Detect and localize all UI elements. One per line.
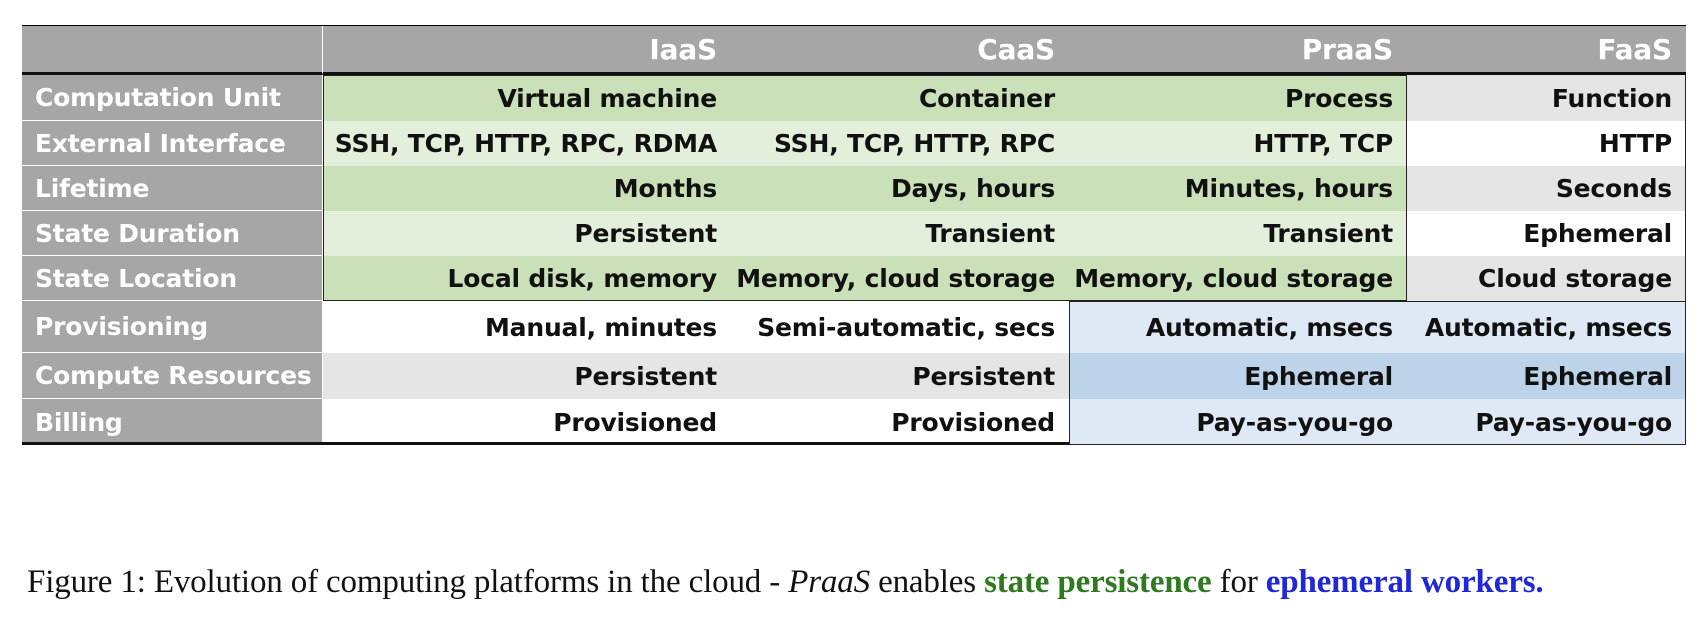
- table-cell: Persistent: [323, 353, 731, 399]
- table-cell: Seconds: [1407, 166, 1686, 211]
- table-cell: Transient: [1069, 211, 1407, 256]
- table-cell: Manual, minutes: [323, 301, 731, 353]
- table-cell: Pay-as-you-go: [1069, 399, 1407, 445]
- row-label-state-duration: State Duration: [22, 211, 323, 256]
- table-cell: Ephemeral: [1069, 353, 1407, 399]
- row-label-computation-unit: Computation Unit: [22, 75, 323, 121]
- figure-caption: Figure 1: Evolution of computing platfor…: [27, 564, 1544, 601]
- column-header-caas: CaaS: [731, 26, 1069, 75]
- table-cell: Months: [323, 166, 731, 211]
- row-label-compute-resources: Compute Resources: [22, 353, 323, 399]
- caption-prefix: Figure 1: Evolution of computing platfor…: [27, 564, 789, 600]
- table-cell: Automatic, msecs: [1069, 301, 1407, 353]
- table-cell: Days, hours: [731, 166, 1069, 211]
- table-cell: Transient: [731, 211, 1069, 256]
- row-label-provisioning: Provisioning: [22, 301, 323, 353]
- table-cell: Persistent: [731, 353, 1069, 399]
- table-cell: Container: [731, 75, 1069, 121]
- table-cell: Memory, cloud storage: [731, 256, 1069, 301]
- platform-comparison-table: IaaS CaaS PraaS FaaS Computation Unit Vi…: [22, 26, 1686, 486]
- table-cell: HTTP: [1407, 121, 1686, 166]
- table-cell: Cloud storage: [1407, 256, 1686, 301]
- table-cell: Ephemeral: [1407, 211, 1686, 256]
- caption-highlight-blue: ephemeral workers.: [1265, 564, 1544, 600]
- table-cell: Function: [1407, 75, 1686, 121]
- caption-emphasis: PraaS: [788, 564, 870, 600]
- table-cell: Automatic, msecs: [1407, 301, 1686, 353]
- column-header-iaas: IaaS: [323, 26, 731, 75]
- row-label-lifetime: Lifetime: [22, 166, 323, 211]
- table-cell: HTTP, TCP: [1069, 121, 1407, 166]
- table-cell: SSH, TCP, HTTP, RPC, RDMA: [323, 121, 731, 166]
- table-cell: Semi-automatic, secs: [731, 301, 1069, 353]
- column-header-faas: FaaS: [1407, 26, 1686, 75]
- row-label-billing: Billing: [22, 399, 323, 445]
- caption-connector: for: [1211, 564, 1266, 600]
- table-cell: Virtual machine: [323, 75, 731, 121]
- table-cell: Minutes, hours: [1069, 166, 1407, 211]
- column-header-praas: PraaS: [1069, 26, 1407, 75]
- row-label-external-interface: External Interface: [22, 121, 323, 166]
- table-cell: Process: [1069, 75, 1407, 121]
- table-cell: Pay-as-you-go: [1407, 399, 1686, 445]
- table-cell: Persistent: [323, 211, 731, 256]
- table-cell: Provisioned: [731, 399, 1069, 445]
- table-cell: SSH, TCP, HTTP, RPC: [731, 121, 1069, 166]
- table-cell: Provisioned: [323, 399, 731, 445]
- caption-middle: enables: [869, 564, 985, 600]
- caption-highlight-green: state persistence: [984, 564, 1212, 600]
- table-cell: Local disk, memory: [323, 256, 731, 301]
- header-corner-cell: [22, 26, 323, 75]
- table-cell: Memory, cloud storage: [1069, 256, 1407, 301]
- row-label-state-location: State Location: [22, 256, 323, 301]
- table-cell: Ephemeral: [1407, 353, 1686, 399]
